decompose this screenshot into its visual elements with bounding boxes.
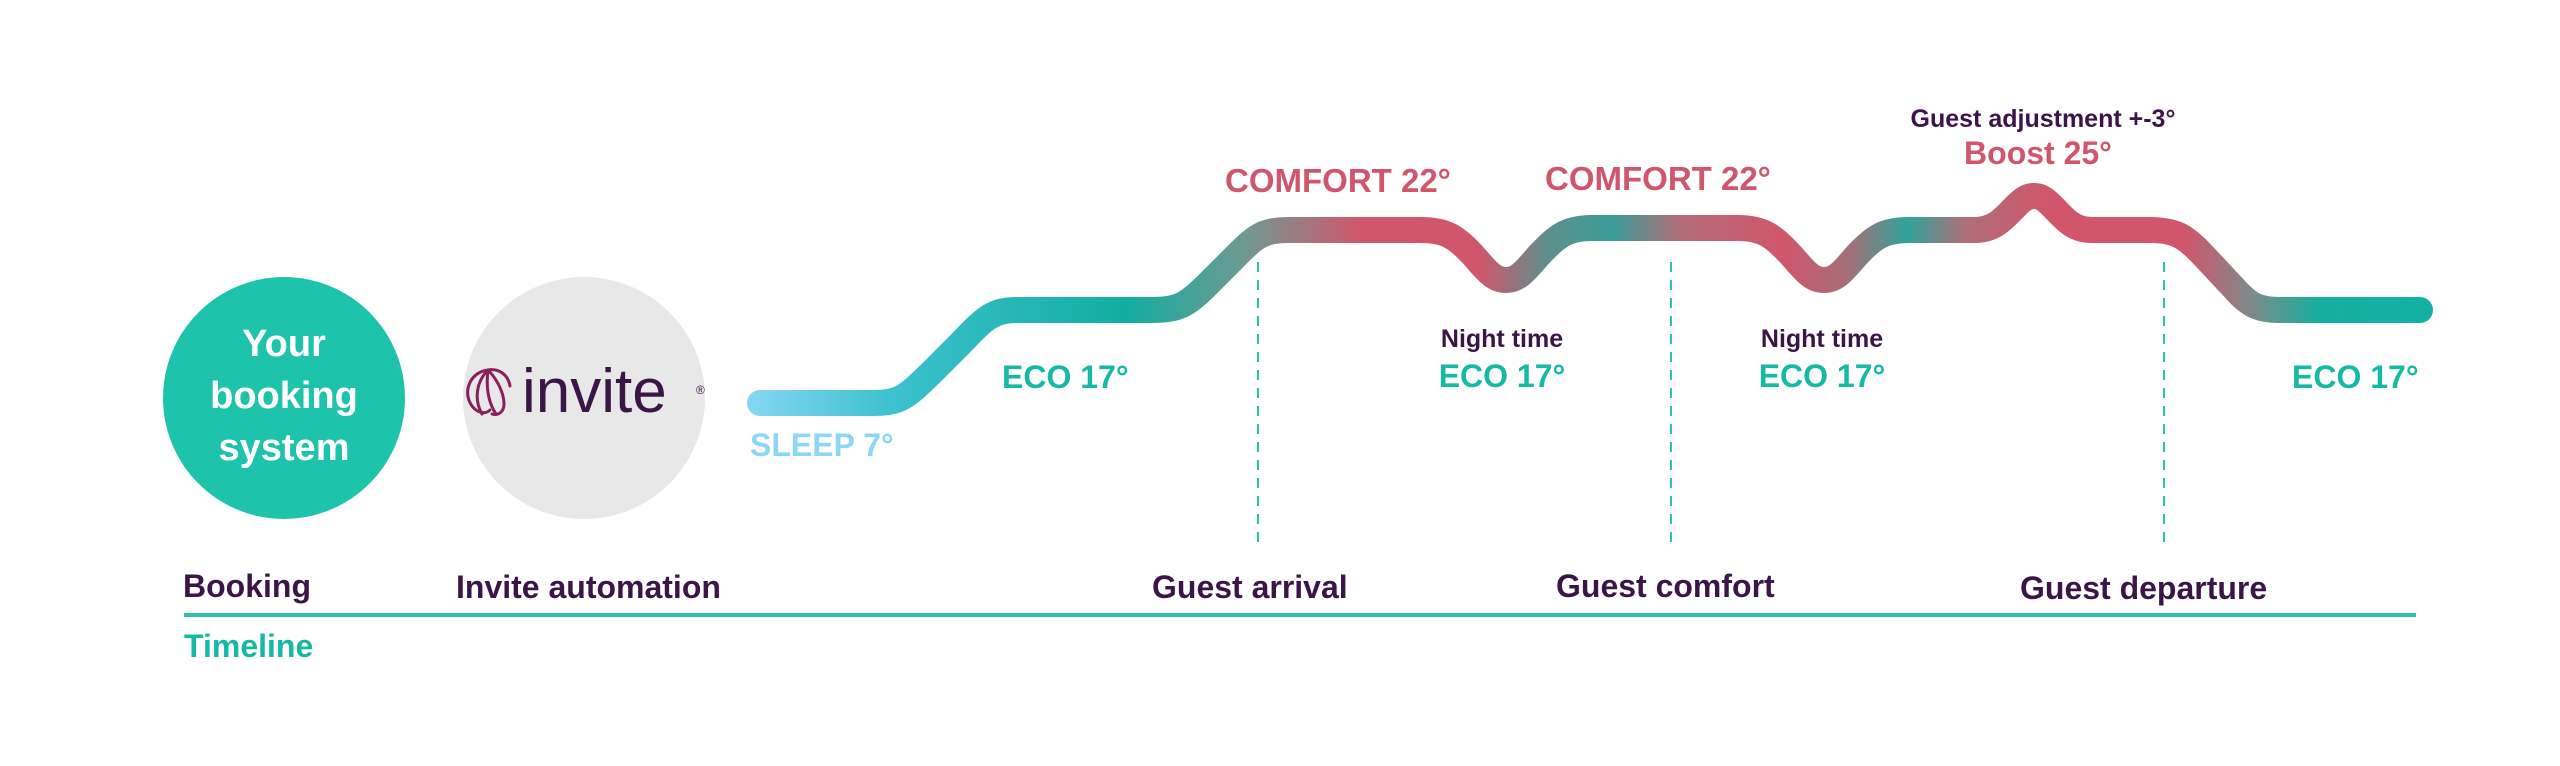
temperature-curve bbox=[747, 183, 2433, 416]
stage-booking: Booking bbox=[183, 568, 311, 604]
invite-wordmark: invite bbox=[522, 357, 667, 426]
night-time-caption-second: Night time bbox=[1761, 325, 1883, 353]
timeline-label: Timeline bbox=[184, 628, 313, 664]
curve-labels: SLEEP 7° ECO 17° COMFORT 22° Night time … bbox=[750, 105, 2419, 463]
eco-label-last: ECO 17° bbox=[2292, 359, 2419, 395]
night-eco-label-second: ECO 17° bbox=[1759, 358, 1886, 394]
stage-markers bbox=[1257, 262, 2165, 548]
stage-guest-arrival: Guest arrival bbox=[1152, 569, 1348, 605]
eco-label-first: ECO 17° bbox=[1002, 359, 1129, 395]
comfort-label-first: COMFORT 22° bbox=[1225, 162, 1451, 199]
sleep-label: SLEEP 7° bbox=[750, 427, 894, 463]
stage-labels: Booking Invite automation Guest arrival … bbox=[183, 568, 2267, 606]
stage-guest-comfort: Guest comfort bbox=[1556, 568, 1775, 604]
booking-circle-line-2: booking bbox=[210, 375, 358, 417]
stage-guest-departure: Guest departure bbox=[2020, 570, 2267, 606]
booking-circle-line-3: system bbox=[219, 427, 350, 469]
invite-logo-circle: invite ® bbox=[463, 277, 705, 519]
registered-mark: ® bbox=[696, 383, 705, 397]
guest-adjustment-caption: Guest adjustment +-3° bbox=[1911, 105, 2176, 133]
night-time-caption-first: Night time bbox=[1441, 325, 1563, 353]
boost-label: Boost 25° bbox=[1964, 135, 2112, 171]
booking-circle-line-1: Your bbox=[242, 323, 326, 365]
comfort-label-second: COMFORT 22° bbox=[1545, 160, 1771, 197]
shell-icon bbox=[466, 368, 512, 416]
night-eco-label-first: ECO 17° bbox=[1439, 358, 1566, 394]
booking-system-circle: Your booking system bbox=[163, 277, 405, 519]
stage-invite-automation: Invite automation bbox=[456, 569, 721, 605]
